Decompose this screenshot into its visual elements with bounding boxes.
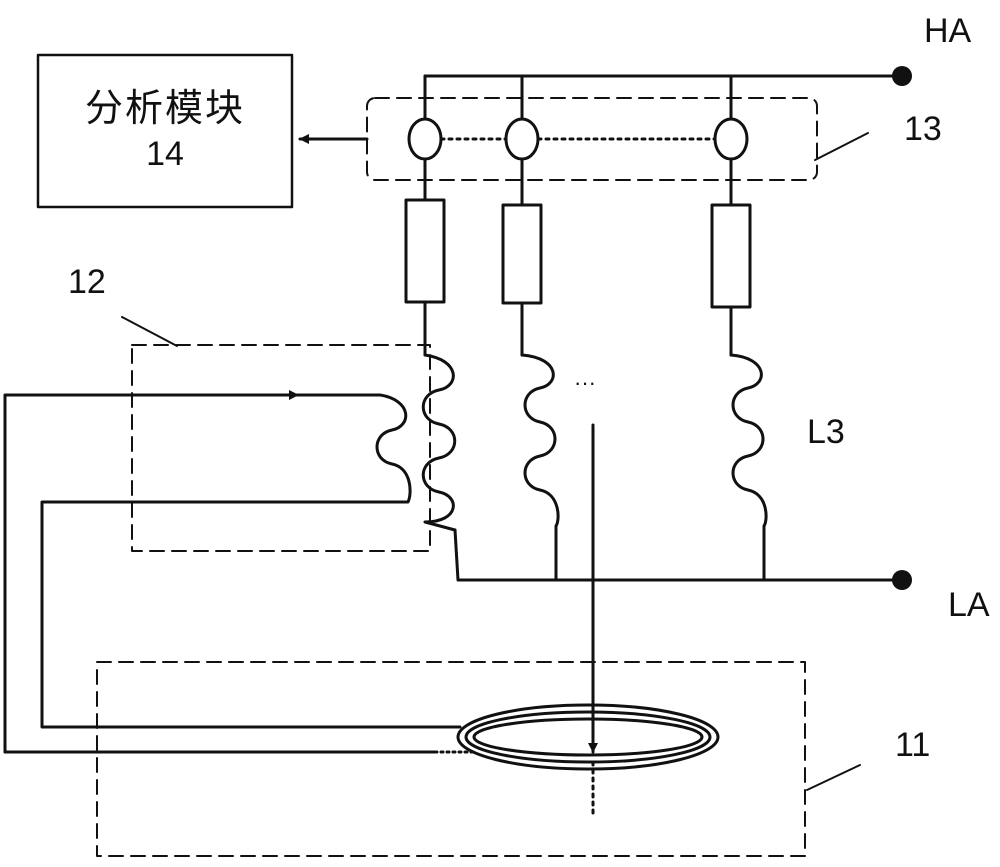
resistor-1 bbox=[404, 198, 446, 304]
la-terminal-dot bbox=[892, 570, 912, 590]
current-sensor-2 bbox=[504, 117, 540, 161]
winding-loop-middle bbox=[464, 710, 712, 764]
coupler-region bbox=[131, 344, 431, 552]
coil-region bbox=[96, 661, 806, 857]
leader-11 bbox=[806, 764, 861, 791]
ellipsis-label: ··· bbox=[574, 370, 596, 395]
current-sensor-1 bbox=[407, 117, 443, 161]
inductor-label: L3 bbox=[807, 413, 845, 451]
winding-loop-inner bbox=[472, 717, 704, 757]
sensor-group-region bbox=[366, 97, 818, 181]
la-bus bbox=[453, 528, 904, 582]
leader-13 bbox=[814, 132, 869, 161]
winding-loop-outer bbox=[456, 703, 720, 771]
inductor-1 bbox=[421, 353, 457, 532]
la-label: LA bbox=[948, 586, 990, 624]
sensor-group-label: 13 bbox=[904, 110, 942, 148]
inductor-3 bbox=[729, 353, 768, 582]
branch-1 bbox=[404, 74, 457, 532]
analysis-module-label: 分析模块 14 bbox=[38, 55, 292, 207]
coil-region-label: 11 bbox=[895, 726, 931, 764]
resistor-2 bbox=[501, 203, 543, 305]
analysis-module-number: 14 bbox=[146, 134, 184, 173]
analysis-module-title: 分析模块 bbox=[84, 86, 245, 131]
ha-label: HA bbox=[924, 12, 972, 50]
leader-12 bbox=[121, 316, 178, 347]
analysis-module-box bbox=[36, 53, 294, 209]
branch-3 bbox=[710, 74, 768, 582]
ha-terminal-dot bbox=[892, 66, 912, 86]
resistor-3 bbox=[710, 203, 752, 309]
primary-coil bbox=[3, 393, 462, 754]
coupler-label: 12 bbox=[68, 263, 106, 301]
current-sensor-3 bbox=[713, 117, 749, 161]
inductor-2 bbox=[520, 353, 560, 582]
branch-2 bbox=[501, 74, 560, 582]
